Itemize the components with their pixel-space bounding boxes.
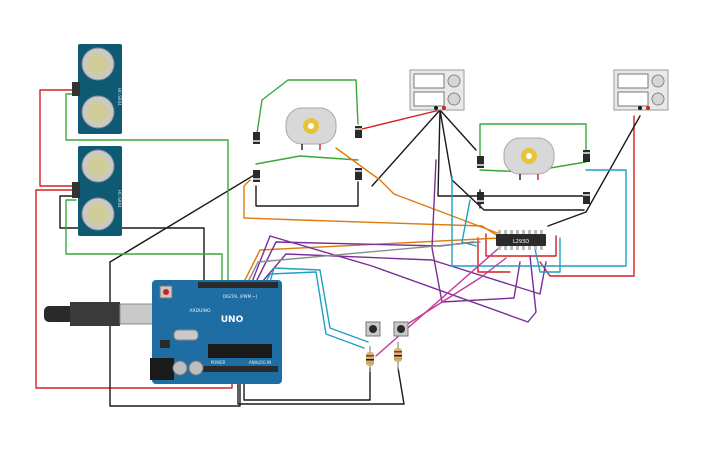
wire-cyan-chip-right xyxy=(533,237,561,273)
wire-black-btn-gnd xyxy=(243,367,371,401)
ultrasonic-sensor-top[interactable]: HC-SR04 xyxy=(72,44,122,134)
wire-magenta-button xyxy=(375,239,509,357)
diode-icon[interactable] xyxy=(583,192,590,204)
wire-black-batt1-down xyxy=(439,109,585,211)
battery-pack-icon[interactable] xyxy=(613,69,669,111)
board-header-digital: DIGITAL (PWM ~) xyxy=(223,294,258,299)
diode-icon[interactable] xyxy=(253,132,260,144)
board-header-analog: ANALOG IN xyxy=(249,360,271,365)
diode-icon[interactable] xyxy=(477,192,484,204)
wire-cyan-button1b xyxy=(269,267,369,343)
wire-purple-1 xyxy=(251,235,537,323)
diode-icon[interactable] xyxy=(253,170,260,182)
wire-black-batt1-right xyxy=(439,109,477,151)
wire-black-batt1-chip xyxy=(371,109,441,187)
wire-red-chip-loop xyxy=(477,237,511,273)
push-button-icon[interactable] xyxy=(365,321,381,337)
sensor-top-label: HC-SR04 xyxy=(117,88,122,106)
wire-green-sensor2 xyxy=(65,199,223,283)
diode-icon[interactable] xyxy=(477,156,484,168)
resistor-icon[interactable] xyxy=(366,346,374,372)
wire-green-motor2 xyxy=(479,123,587,161)
board-header-power: POWER xyxy=(211,360,226,365)
arduino-board[interactable]: DIGITAL (PWM ~) ARDUINO UNO POWER ANALOG… xyxy=(150,280,282,384)
wire-green-sensor-loop xyxy=(65,93,229,283)
wire-cyan-motor2-loop xyxy=(451,169,627,267)
resistor-icon[interactable] xyxy=(394,342,402,370)
wire-orange-chip-arduino xyxy=(243,179,499,237)
wire-black-motor1-loop xyxy=(255,181,359,207)
wire-red-chip-vs xyxy=(485,233,557,257)
battery-pack-icon[interactable] xyxy=(409,69,465,111)
push-button-icon[interactable] xyxy=(393,321,409,337)
wire-black-btn2-gnd xyxy=(237,367,405,405)
diodes xyxy=(253,126,590,204)
wires xyxy=(35,79,641,407)
wire-green-motor1 xyxy=(255,79,359,141)
wire-black-batt1-chip2 xyxy=(437,109,587,197)
wire-magenta-button2 xyxy=(397,257,507,331)
wire-black-batt2 xyxy=(547,115,641,227)
wire-red-sensor-vcc xyxy=(39,89,75,187)
wire-orange-digital xyxy=(243,237,501,283)
dc-motor-icon[interactable] xyxy=(503,137,555,180)
wire-black-gnd-top xyxy=(59,195,205,283)
diode-icon[interactable] xyxy=(355,168,362,180)
wire-cyan-chip xyxy=(461,199,477,247)
wire-cyan-button1 xyxy=(265,271,365,349)
diode-icon[interactable] xyxy=(355,126,362,138)
wire-black-motor1 xyxy=(109,173,257,263)
wire-gray-1 xyxy=(247,241,481,283)
board-name: UNO xyxy=(221,315,244,325)
diode-icon[interactable] xyxy=(583,150,590,162)
chip-label: L293D xyxy=(513,239,529,245)
wire-green-motor1-b xyxy=(255,155,359,165)
wire-orange-motor1-chip xyxy=(335,147,501,235)
wire-red-battery1 xyxy=(357,109,441,131)
wire-black-gnd-left xyxy=(109,261,241,407)
board-brand: ARDUINO xyxy=(189,308,211,314)
dc-motor-icon[interactable] xyxy=(285,107,337,150)
wire-purple-4 xyxy=(261,253,547,295)
motor-driver-chip[interactable]: L293D xyxy=(496,230,546,250)
sensor-bottom-label: HC-SR04 xyxy=(117,190,122,208)
usb-cable-icon[interactable] xyxy=(44,302,172,326)
ultrasonic-sensor-bottom[interactable]: HC-SR04 xyxy=(72,146,122,236)
